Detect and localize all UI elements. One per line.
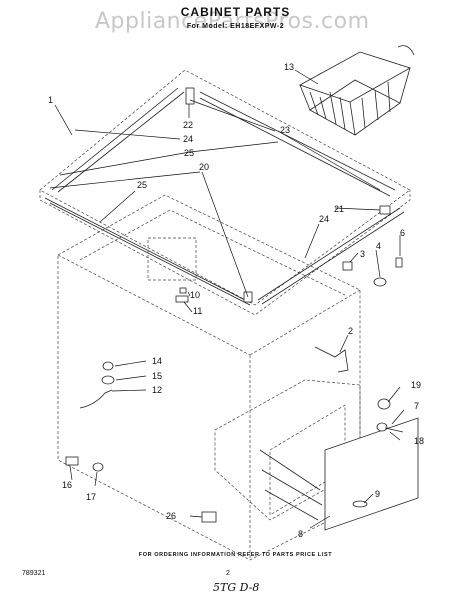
callout-19: 19 <box>411 380 421 390</box>
callout-21: 21 <box>334 204 344 214</box>
callout-16: 16 <box>62 480 72 490</box>
callout-1: 1 <box>48 95 53 105</box>
handwritten-mark: 5TG D-8 <box>213 581 260 594</box>
document-code: 789321 <box>22 570 46 577</box>
callout-15: 15 <box>152 371 162 381</box>
lid-gasket-strips <box>44 87 405 306</box>
model-subtitle: For Model: EH18EFXPW-2 <box>186 23 285 30</box>
callout-8: 8 <box>298 529 303 539</box>
callout-24-right: 24 <box>319 214 329 224</box>
callout-22: 22 <box>183 120 193 130</box>
callout-leaders <box>49 69 405 529</box>
lid-outline <box>39 69 411 316</box>
cabinet-body <box>57 194 419 561</box>
callout-4: 4 <box>376 241 381 251</box>
watermark: AppliancePartsPros.com <box>95 9 370 34</box>
callout-12: 12 <box>152 385 162 395</box>
small-parts <box>65 257 404 523</box>
callout-14: 14 <box>152 356 162 366</box>
callout-20: 20 <box>199 162 209 172</box>
callout-10: 10 <box>190 290 200 300</box>
callout-3: 3 <box>360 249 365 259</box>
callout-9: 9 <box>375 489 380 499</box>
callout-24-top: 24 <box>183 134 193 144</box>
page-title: CABINET PARTS <box>180 5 291 19</box>
callout-11: 11 <box>193 306 202 316</box>
callout-2: 2 <box>348 326 353 336</box>
callout-18: 18 <box>414 436 424 446</box>
callout-26: 26 <box>166 511 176 521</box>
callout-25-left: 25 <box>137 180 147 190</box>
ordering-note: FOR ORDERING INFORMATION REFER TO PARTS … <box>138 552 333 558</box>
callout-17: 17 <box>86 492 96 502</box>
callout-23: 23 <box>280 125 290 135</box>
callout-25-top: 25 <box>184 148 194 158</box>
callout-labels: 1 13 22 24 23 25 20 25 21 24 4 6 3 10 11… <box>48 62 424 539</box>
callout-7: 7 <box>414 401 419 411</box>
callout-13: 13 <box>284 62 294 72</box>
wire-basket <box>299 45 415 136</box>
page-number: 2 <box>226 570 230 577</box>
callout-6: 6 <box>400 228 405 238</box>
